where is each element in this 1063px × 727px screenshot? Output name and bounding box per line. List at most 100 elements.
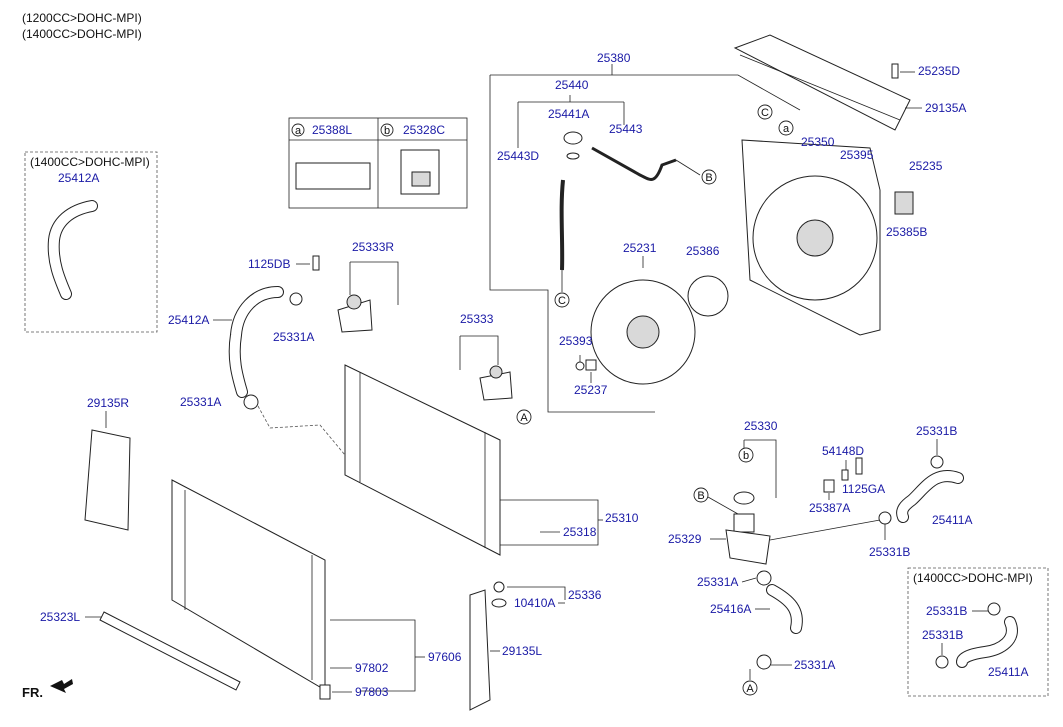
label-25237[interactable]: 25237 — [574, 383, 608, 397]
bolt-icon — [891, 63, 899, 79]
nut-icon-2 — [823, 479, 835, 493]
legend-table: a 25388L b 25328C — [288, 117, 468, 209]
clamp-icon — [289, 292, 303, 306]
label-25323L[interactable]: 25323L — [40, 610, 80, 624]
label-25336[interactable]: 25336 — [568, 588, 602, 602]
engine-note-1200: (1200CC>DOHC-MPI) — [22, 11, 142, 25]
label-25331A-3[interactable]: 25331A — [697, 575, 738, 589]
label-97802[interactable]: 97802 — [355, 661, 389, 675]
hose-icon-2 — [559, 179, 565, 271]
label-1125GA[interactable]: 1125GA — [842, 482, 885, 496]
label-25443D[interactable]: 25443D — [497, 149, 539, 163]
svg-text:C: C — [558, 295, 566, 307]
label-25443[interactable]: 25443 — [609, 122, 643, 136]
label-25412A-box[interactable]: 25412A — [58, 171, 99, 185]
label-25385B[interactable]: 25385B — [886, 225, 927, 239]
clamp-icon-3 — [756, 570, 772, 586]
water-outlet-icon — [725, 529, 771, 565]
label-25411A-1[interactable]: 25411A — [932, 513, 972, 527]
svg-text:B: B — [697, 490, 704, 502]
label-25331B-1[interactable]: 25331B — [916, 424, 957, 438]
label-29135A[interactable]: 29135A — [925, 101, 966, 115]
sensor-icon — [841, 469, 849, 481]
marker-C-top — [757, 104, 773, 120]
label-25331B-box-2[interactable]: 25331B — [922, 628, 963, 642]
left-box-title: (1400CC>DOHC-MPI) — [30, 155, 150, 169]
legend-marker-a — [291, 123, 305, 137]
label-25441A[interactable]: 25441A — [548, 107, 589, 121]
radiator-icon — [344, 364, 501, 556]
label-25350[interactable]: 25350 — [801, 135, 835, 149]
label-25329[interactable]: 25329 — [668, 532, 702, 546]
label-25330[interactable]: 25330 — [744, 419, 778, 433]
fr-label: FR. — [22, 685, 43, 700]
svg-text:a: a — [295, 125, 302, 137]
label-1125DB[interactable]: 1125DB — [248, 257, 290, 271]
overflow-hose-icon — [591, 146, 677, 181]
label-25416A[interactable]: 25416A — [710, 602, 751, 616]
label-25331B-box-1[interactable]: 25331B — [926, 604, 967, 618]
marker-b — [738, 447, 754, 463]
label-25328C[interactable]: 25328C — [403, 123, 445, 137]
clip-icon — [585, 359, 597, 371]
label-25387A[interactable]: 25387A — [809, 501, 850, 515]
label-25331A-2[interactable]: 25331A — [180, 395, 221, 409]
label-25331B-2[interactable]: 25331B — [869, 545, 910, 559]
label-54148D[interactable]: 54148D — [822, 444, 864, 458]
clamp-icon-2 — [243, 394, 259, 410]
marker-B-lower — [693, 487, 709, 503]
left-variant-box: (1400CC>DOHC-MPI) 25412A — [24, 151, 158, 333]
label-97606[interactable]: 97606 — [428, 650, 462, 664]
fan-motor-icon — [687, 275, 729, 317]
label-25231[interactable]: 25231 — [623, 241, 657, 255]
air-guard-left-icon — [469, 589, 491, 711]
label-25333[interactable]: 25333 — [460, 312, 494, 326]
label-25393[interactable]: 25393 — [559, 334, 593, 348]
label-25310[interactable]: 25310 — [605, 511, 639, 525]
svg-text:b: b — [743, 450, 749, 462]
label-25235D[interactable]: 25235D — [918, 64, 960, 78]
clamp-icon-5 — [930, 455, 944, 469]
svg-text:A: A — [746, 683, 754, 695]
label-25395[interactable]: 25395 — [840, 148, 874, 162]
label-29135R[interactable]: 29135R — [87, 396, 129, 410]
svg-text:a: a — [783, 123, 790, 135]
air-guard-right-icon — [84, 429, 131, 531]
clamp-icon-4 — [756, 654, 772, 670]
label-25411A-box[interactable]: 25411A — [988, 665, 1028, 679]
clamp-icon-8 — [935, 655, 949, 669]
label-25331A-4[interactable]: 25331A — [794, 658, 835, 672]
marker-A-top — [516, 409, 532, 425]
gasket-icon — [733, 491, 755, 505]
legend-marker-b — [380, 123, 394, 137]
engine-note-1400: (1400CC>DOHC-MPI) — [22, 27, 142, 41]
label-25388L[interactable]: 25388L — [312, 123, 352, 137]
hose-icon-fill — [48, 201, 97, 299]
label-10410A[interactable]: 10410A — [514, 596, 555, 610]
cap-icon — [563, 131, 583, 145]
label-25333R[interactable]: 25333R — [352, 240, 394, 254]
label-25440[interactable]: 25440 — [555, 78, 589, 92]
warning-label-icon — [295, 162, 371, 190]
drain-plug-icon — [493, 581, 505, 593]
svg-text:C: C — [761, 107, 769, 119]
label-25412A[interactable]: 25412A — [168, 313, 209, 327]
svg-text:A: A — [520, 412, 528, 424]
label-29135L[interactable]: 29135L — [502, 644, 542, 658]
nut-icon — [575, 361, 585, 371]
label-25331A-1[interactable]: 25331A — [273, 330, 314, 344]
label-25386[interactable]: 25386 — [686, 244, 720, 258]
resistor-icon — [894, 191, 914, 215]
marker-C-lower — [554, 292, 570, 308]
bolt-icon-3 — [855, 457, 863, 475]
label-25380[interactable]: 25380 — [597, 51, 631, 65]
label-25318[interactable]: 25318 — [563, 525, 597, 539]
svg-text:b: b — [384, 125, 390, 137]
seal-strip-icon — [99, 611, 241, 691]
label-25235[interactable]: 25235 — [909, 159, 943, 173]
right-box-title: (1400CC>DOHC-MPI) — [913, 571, 1033, 585]
o-ring-icon — [491, 598, 507, 608]
label-97803[interactable]: 97803 — [355, 685, 389, 699]
svg-text:B: B — [705, 172, 712, 184]
